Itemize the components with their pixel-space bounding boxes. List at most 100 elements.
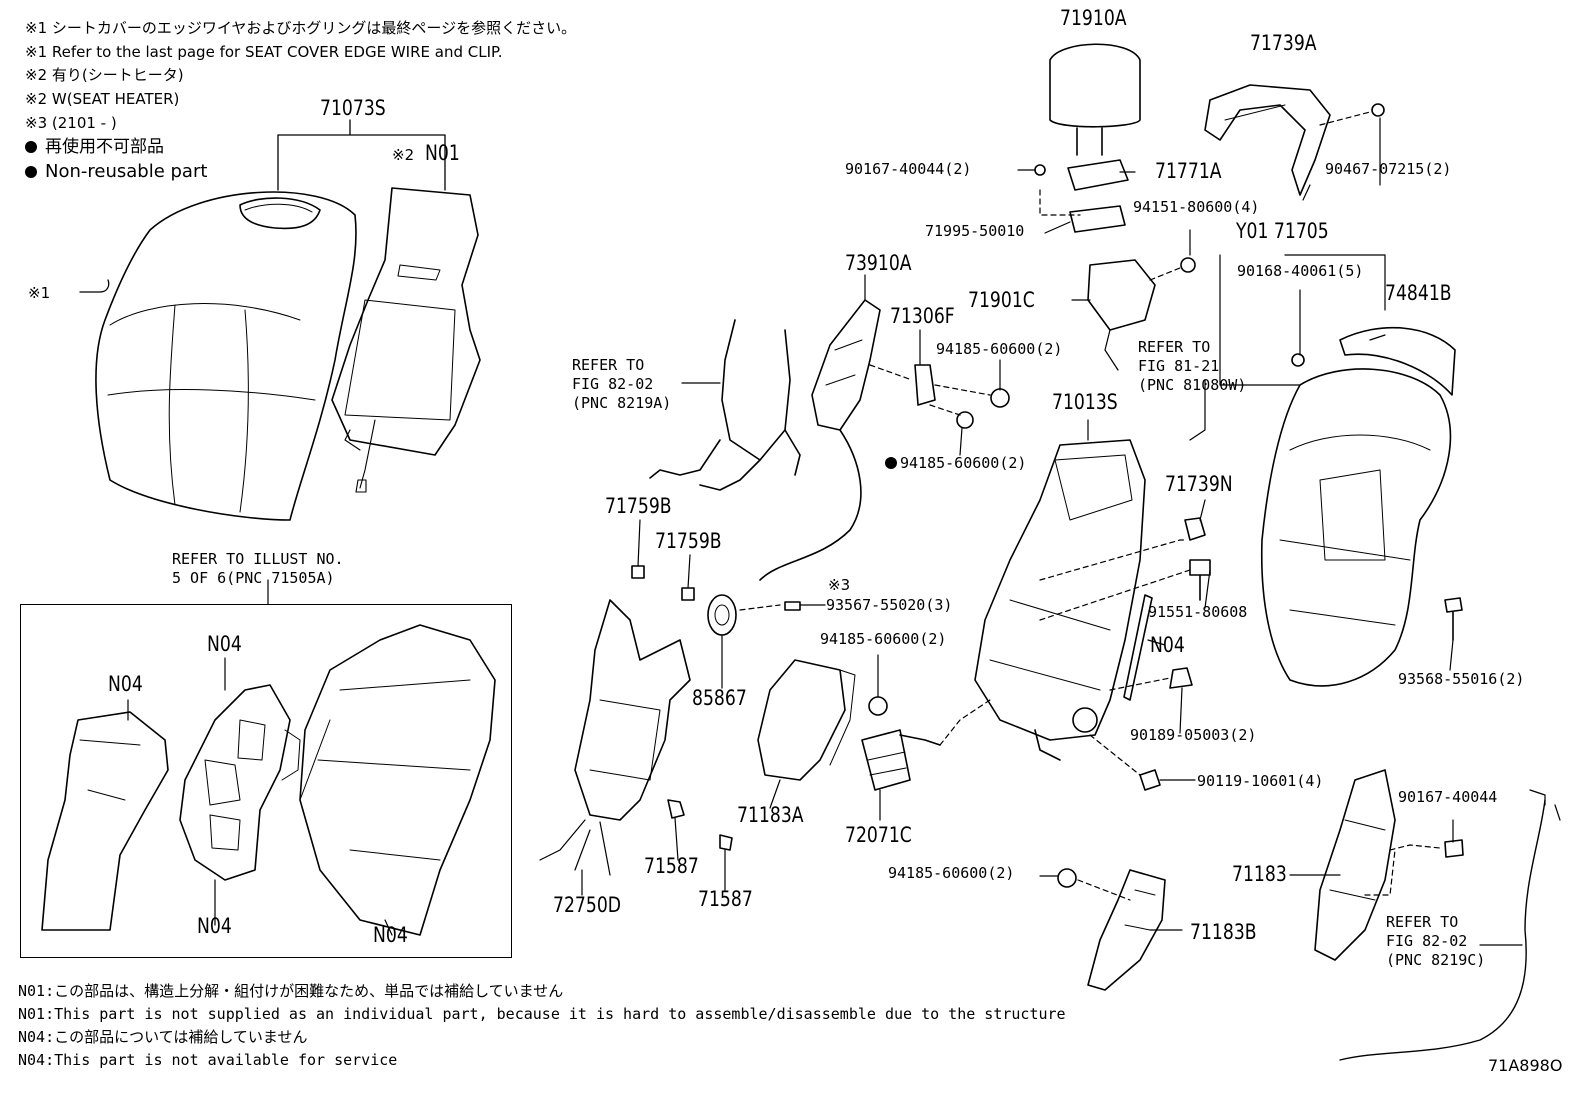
part-N01[interactable]: N01	[425, 141, 460, 165]
part-71183B[interactable]: 71183B	[1190, 920, 1257, 944]
board-71183B-drawing	[1087, 869, 1166, 991]
part-71771A[interactable]: 71771A	[1155, 159, 1222, 183]
seatback-71705-drawing	[1260, 368, 1452, 687]
part-74841B[interactable]: 74841B	[1385, 281, 1452, 305]
part-90167-a[interactable]: 90167-40044(2)	[845, 160, 972, 178]
plug-71587-a-drawing	[667, 799, 685, 819]
part-85867[interactable]: 85867	[692, 686, 747, 710]
refer-8219A-line2[interactable]: FIG 82-02	[572, 375, 654, 393]
part-93567[interactable]: 93567-55020(3)	[826, 596, 953, 614]
bracket-71306F-drawing	[914, 364, 936, 406]
part-71183[interactable]: 71183	[1232, 862, 1287, 886]
clip-90189-drawing	[1169, 667, 1193, 689]
board-71183-drawing	[1314, 769, 1396, 961]
part-72071C[interactable]: 72071C	[845, 823, 912, 847]
footnote-n04-ja: N04:この部品については補給していません	[18, 1028, 308, 1046]
part-71073S[interactable]: 71073S	[320, 96, 386, 120]
refer-8219C-line3: (PNC 8219C)	[1386, 951, 1486, 969]
footnote-n01-en: N01:This part is not supplied as an indi…	[18, 1005, 1066, 1023]
note-2-en: ※2 W(SEAT HEATER)	[25, 90, 180, 108]
part-71587-b[interactable]: 71587	[698, 887, 753, 911]
part-71306F[interactable]: 71306F	[890, 304, 955, 328]
part-71759B-a[interactable]: 71759B	[605, 494, 672, 518]
note-1-en: ※1 Refer to the last page for SEAT COVER…	[25, 43, 503, 61]
headrest-71910A-drawing	[1049, 43, 1141, 156]
mark-x2: ※2	[392, 146, 415, 164]
refer-8219A-line3: (PNC 8219A)	[572, 394, 672, 412]
module-72071C-drawing	[861, 729, 941, 791]
refer-8219A-line1: REFER TO	[572, 356, 645, 374]
seat-frame-71013S-drawing	[974, 439, 1146, 761]
bolt-90119-drawing	[1139, 769, 1161, 791]
footnote-n04-en: N04:This part is not available for servi…	[18, 1051, 398, 1069]
part-90168[interactable]: 90168-40061(5)	[1237, 262, 1364, 280]
part-71759B-b[interactable]: 71759B	[655, 529, 722, 553]
part-94185-a[interactable]: 94185-60600(2)	[936, 340, 1063, 358]
part-94185-c[interactable]: 94185-60600(2)	[820, 630, 947, 648]
leader-71073S	[277, 119, 446, 191]
wire-harness-left-drawing	[649, 319, 801, 491]
footnote-n01-ja: N01:この部品は、構造上分解・組付けが困難なため、単品では補給していません	[18, 982, 564, 1000]
bracket-72750D-drawing	[539, 599, 691, 876]
wire-harness-right-drawing	[1339, 799, 1546, 1061]
refer-8219C-line1: REFER TO	[1386, 913, 1459, 931]
mark-x3: ※3	[828, 576, 851, 594]
nonreusable-dot-icon	[25, 166, 37, 178]
inset-part-N04-d[interactable]: N04	[373, 923, 408, 947]
part-90167-b[interactable]: 90167-40044	[1398, 788, 1498, 806]
refer-illust-line1: REFER TO ILLUST NO.	[172, 550, 344, 568]
part-94185-b[interactable]: 94185-60600(2)	[885, 456, 1026, 471]
board-71183A-drawing	[757, 659, 856, 781]
note-3: ※3 (2101 - )	[25, 114, 117, 132]
screw-90167-b-drawing	[1444, 839, 1464, 858]
inset-frame	[20, 604, 512, 958]
nonreusable-legend-ja: 再使用不可部品	[25, 139, 164, 156]
seat-cover-drawing	[95, 191, 357, 521]
part-71587-a[interactable]: 71587	[644, 854, 699, 878]
strip-N04-drawing	[1123, 594, 1153, 701]
cover-71739A-drawing	[1204, 84, 1331, 196]
diagram-id: 71A898O	[1488, 1056, 1563, 1075]
part-73910A[interactable]: 73910A	[845, 251, 912, 275]
refer-81080W-line3: (PNC 81080W)	[1138, 376, 1247, 394]
part-71910A[interactable]: 71910A	[1060, 6, 1127, 30]
screw-93568-drawing	[1444, 597, 1463, 641]
part-71995[interactable]: 71995-50010	[925, 222, 1025, 240]
part-Y01-71705[interactable]: Y01 71705	[1236, 219, 1329, 243]
part-72750D[interactable]: 72750D	[553, 893, 622, 917]
mark-x1: ※1	[28, 284, 51, 302]
part-71013S[interactable]: 71013S	[1052, 390, 1118, 414]
seat-heater-drawing	[331, 187, 481, 493]
refer-81080W-line1: REFER TO	[1138, 338, 1211, 356]
part-71901C[interactable]: 71901C	[968, 288, 1035, 312]
part-71183A[interactable]: 71183A	[737, 803, 804, 827]
refer-8219C-line2[interactable]: FIG 82-02	[1386, 932, 1468, 950]
refer-illust-line2[interactable]: 5 OF 6(PNC 71505A)	[172, 569, 335, 587]
side-panel-73910A-drawing	[759, 299, 881, 581]
part-N04-main[interactable]: N04	[1150, 633, 1185, 657]
part-90119[interactable]: 90119-10601(4)	[1197, 772, 1324, 790]
part-71739N[interactable]: 71739N	[1165, 472, 1233, 496]
part-94185-d[interactable]: 94185-60600(2)	[888, 864, 1015, 882]
part-90467[interactable]: 90467-07215(2)	[1325, 160, 1452, 178]
guide-71995-drawing	[1069, 205, 1126, 233]
inset-part-N04-b[interactable]: N04	[207, 632, 242, 656]
inset-part-N04-a[interactable]: N04	[108, 672, 143, 696]
inset-parts-drawing	[41, 624, 496, 936]
part-93568[interactable]: 93568-55016(2)	[1398, 670, 1525, 688]
inset-part-N04-c[interactable]: N04	[197, 914, 232, 938]
refer-81080W-line2[interactable]: FIG 81-21	[1138, 357, 1220, 375]
part-94151[interactable]: 94151-80600(4)	[1133, 198, 1260, 216]
nonreusable-legend-en: Non-reusable part	[25, 163, 207, 181]
clip-71739N-drawing	[1184, 517, 1206, 541]
part-71739A[interactable]: 71739A	[1250, 31, 1317, 55]
note-2-ja: ※2 有り(シートヒータ)	[25, 66, 184, 84]
nonreusable-dot-icon	[25, 141, 37, 153]
part-91551[interactable]: 91551-80608	[1148, 603, 1248, 621]
nonreusable-dot-icon	[885, 457, 897, 469]
speaker-85867-drawing	[707, 594, 737, 636]
clip-71759B-a-drawing	[631, 565, 645, 579]
note-1-ja: ※1 シートカバーのエッジワイヤおよびホグリングは最終ページを参照ください。	[25, 19, 577, 37]
part-90189[interactable]: 90189-05003(2)	[1130, 726, 1257, 744]
